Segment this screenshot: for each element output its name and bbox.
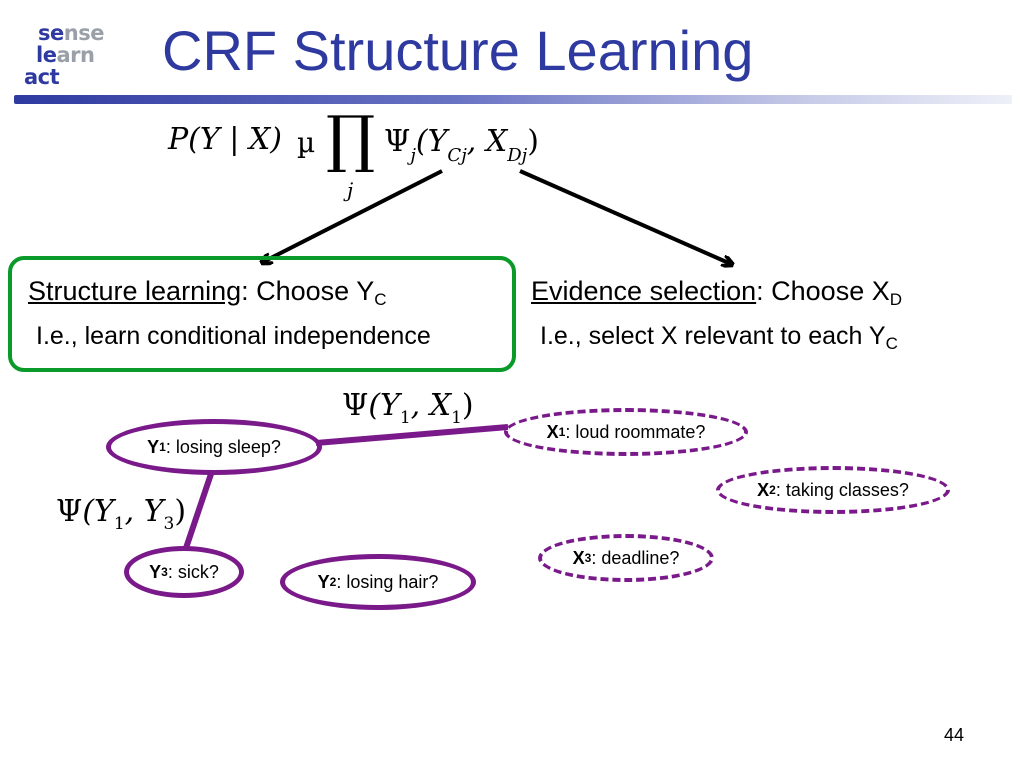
structure-learning-note: I.e., learn conditional independence — [36, 322, 431, 350]
factor-text: (Y — [82, 494, 114, 529]
logo-text: act — [24, 65, 60, 89]
factor-y1-x1-label: Ψ(Y1, X1) — [342, 388, 474, 428]
factor-subscript: 3 — [163, 514, 175, 534]
heading-subscript: C — [374, 290, 387, 309]
node-var: Y — [317, 571, 330, 592]
structure-learning-box — [8, 256, 516, 372]
evidence-selection-label: Evidence selection — [531, 276, 757, 306]
factor-text: ) — [174, 494, 187, 529]
node-text: : loud roommate? — [565, 421, 706, 442]
arrow-to-evidence-selection — [519, 169, 731, 264]
node-text: : deadline? — [591, 547, 680, 568]
formula-lhs: P(Y | X) — [168, 122, 282, 157]
factor-subscript: 1 — [451, 408, 462, 428]
evidence-selection-heading: Evidence selection: Choose XD — [531, 276, 902, 310]
evidence-selection-note: I.e., select X relevant to each YC — [540, 322, 898, 354]
heading-text: : Choose Y — [241, 276, 375, 306]
x-subscript: Dj — [507, 145, 528, 166]
psi-symbol: Ψ — [384, 124, 411, 159]
node-var: X — [572, 547, 585, 568]
structure-learning-label: Structure learning — [28, 276, 242, 306]
page-number: 44 — [943, 725, 964, 745]
formula-close: ) — [527, 124, 539, 159]
node-subscript: 3 — [584, 551, 592, 565]
logo-text: se — [38, 21, 64, 45]
note-subscript: C — [885, 334, 898, 353]
node-subscript: 1 — [558, 425, 566, 439]
factor-text: (Y — [368, 388, 400, 423]
node-subscript: 1 — [159, 440, 166, 454]
y-subscript: Cj — [447, 145, 467, 166]
node-subscript: 2 — [769, 483, 776, 497]
factor-subscript: 1 — [113, 514, 125, 534]
node-var: X — [757, 479, 770, 500]
product-index: j — [347, 178, 354, 202]
note-text: I.e., select X relevant to each Y — [540, 322, 886, 350]
node-text: : losing sleep? — [165, 436, 281, 457]
sense-learn-act-logo: sense learn act — [18, 14, 128, 94]
arrow-to-structure-learning — [263, 169, 443, 262]
node-text: : taking classes? — [775, 479, 909, 500]
formula-y: (Y — [415, 124, 448, 159]
product-symbol: ∏ — [326, 102, 376, 175]
logo-text: nse — [63, 21, 105, 45]
node-subscript: 2 — [329, 575, 337, 589]
factor-text: , X — [410, 388, 452, 423]
psi-subscript: j — [410, 145, 416, 166]
logo-text: le — [36, 43, 57, 67]
formula-x: , X — [466, 124, 508, 159]
factor-text: ) — [461, 388, 474, 423]
edge-y1-y3 — [183, 470, 215, 549]
edge-y1-x1 — [315, 424, 509, 446]
node-subscript: 3 — [161, 565, 168, 579]
crf-formula: P(Y | X) — [168, 122, 282, 157]
psi-symbol: Ψ — [56, 494, 83, 529]
heading-text: : Choose X — [756, 276, 890, 306]
logo-text: arn — [56, 43, 95, 67]
proportional-symbol: µ — [297, 126, 316, 159]
node-var: Y — [149, 561, 162, 582]
slide-title: CRF Structure Learning — [162, 19, 754, 82]
node-var: Y — [147, 436, 160, 457]
psi-symbol: Ψ — [342, 388, 369, 423]
node-text: : sick? — [167, 561, 219, 582]
factor-text: , Y — [124, 494, 164, 529]
node-var: X — [546, 421, 559, 442]
node-text: : losing hair? — [336, 571, 439, 592]
heading-subscript: D — [889, 290, 902, 309]
structure-learning-heading: Structure learning: Choose YC — [28, 276, 387, 310]
factor-subscript: 1 — [399, 408, 411, 428]
title-underline-rule — [14, 95, 1012, 104]
factor-y1-y3-label: Ψ(Y1, Y3) — [56, 494, 186, 534]
potential-term: Ψj(YCj, XDj) — [384, 124, 539, 166]
